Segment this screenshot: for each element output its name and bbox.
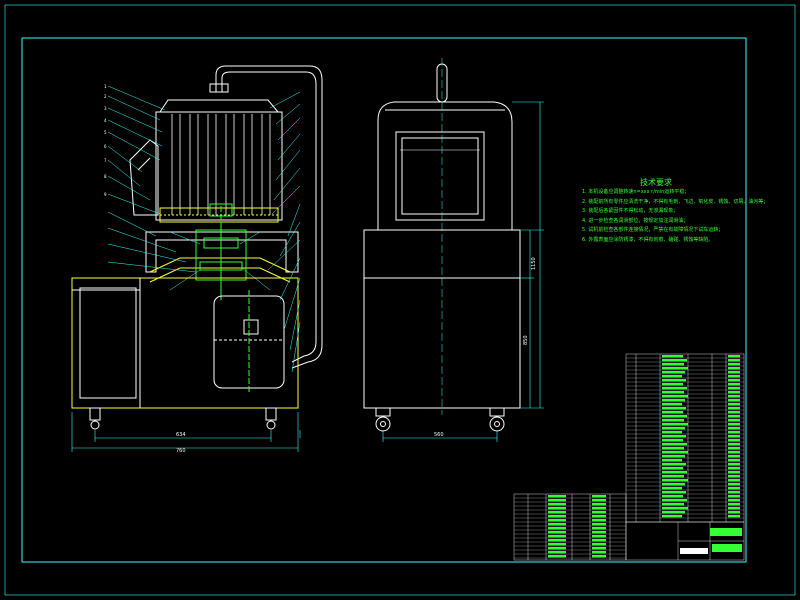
svg-text:5: 5 <box>104 130 107 135</box>
tech-requirements-title: 技术要求 <box>640 178 672 187</box>
dim-right-h1: 1150 <box>531 257 537 270</box>
front-view: 1 2 3 4 5 6 7 8 9 <box>71 65 323 452</box>
dim-right-width: 560 <box>434 432 444 438</box>
svg-text:6: 6 <box>104 144 107 149</box>
tech-note: 1. 本机设备应调整转速n=xxx r/min运转平稳； <box>582 189 690 195</box>
svg-text:7: 7 <box>104 158 107 163</box>
dim-right-h2: 850 <box>523 335 529 345</box>
side-view <box>363 58 544 442</box>
tech-note: 2. 装配前所有零件应清洗干净，不得有毛刺、飞边、氧化皮、锈蚀、切屑、油污等； <box>582 198 769 205</box>
svg-text:9: 9 <box>104 192 107 197</box>
outer-frame <box>4 4 796 596</box>
tech-note: 3. 装配后各紧固件不得松动，无渗漏现象； <box>582 208 679 214</box>
tech-note: 6. 外露表面应涂防锈漆，不得有划痕、磕碰、锈蚀等缺陷。 <box>582 236 714 243</box>
bom-row-lines <box>514 355 744 559</box>
svg-text:2: 2 <box>104 94 107 99</box>
title-sheet <box>712 544 742 552</box>
svg-text:3: 3 <box>104 106 107 111</box>
inner-frame <box>21 37 747 563</box>
tech-note: 5. 试机前检查各部件连接情况，严禁在有故障情况下试车运转； <box>582 227 724 233</box>
svg-text:1: 1 <box>104 84 107 89</box>
svg-text:8: 8 <box>104 174 107 179</box>
title-drawing-name <box>710 528 742 536</box>
dim-left-width: 634 <box>176 432 186 438</box>
dim-left-total: 760 <box>176 448 186 454</box>
title-company <box>680 548 708 554</box>
tech-note: 4. 进一步检查各润滑部位，按规定加注润滑油； <box>582 217 689 224</box>
svg-text:4: 4 <box>104 118 107 123</box>
